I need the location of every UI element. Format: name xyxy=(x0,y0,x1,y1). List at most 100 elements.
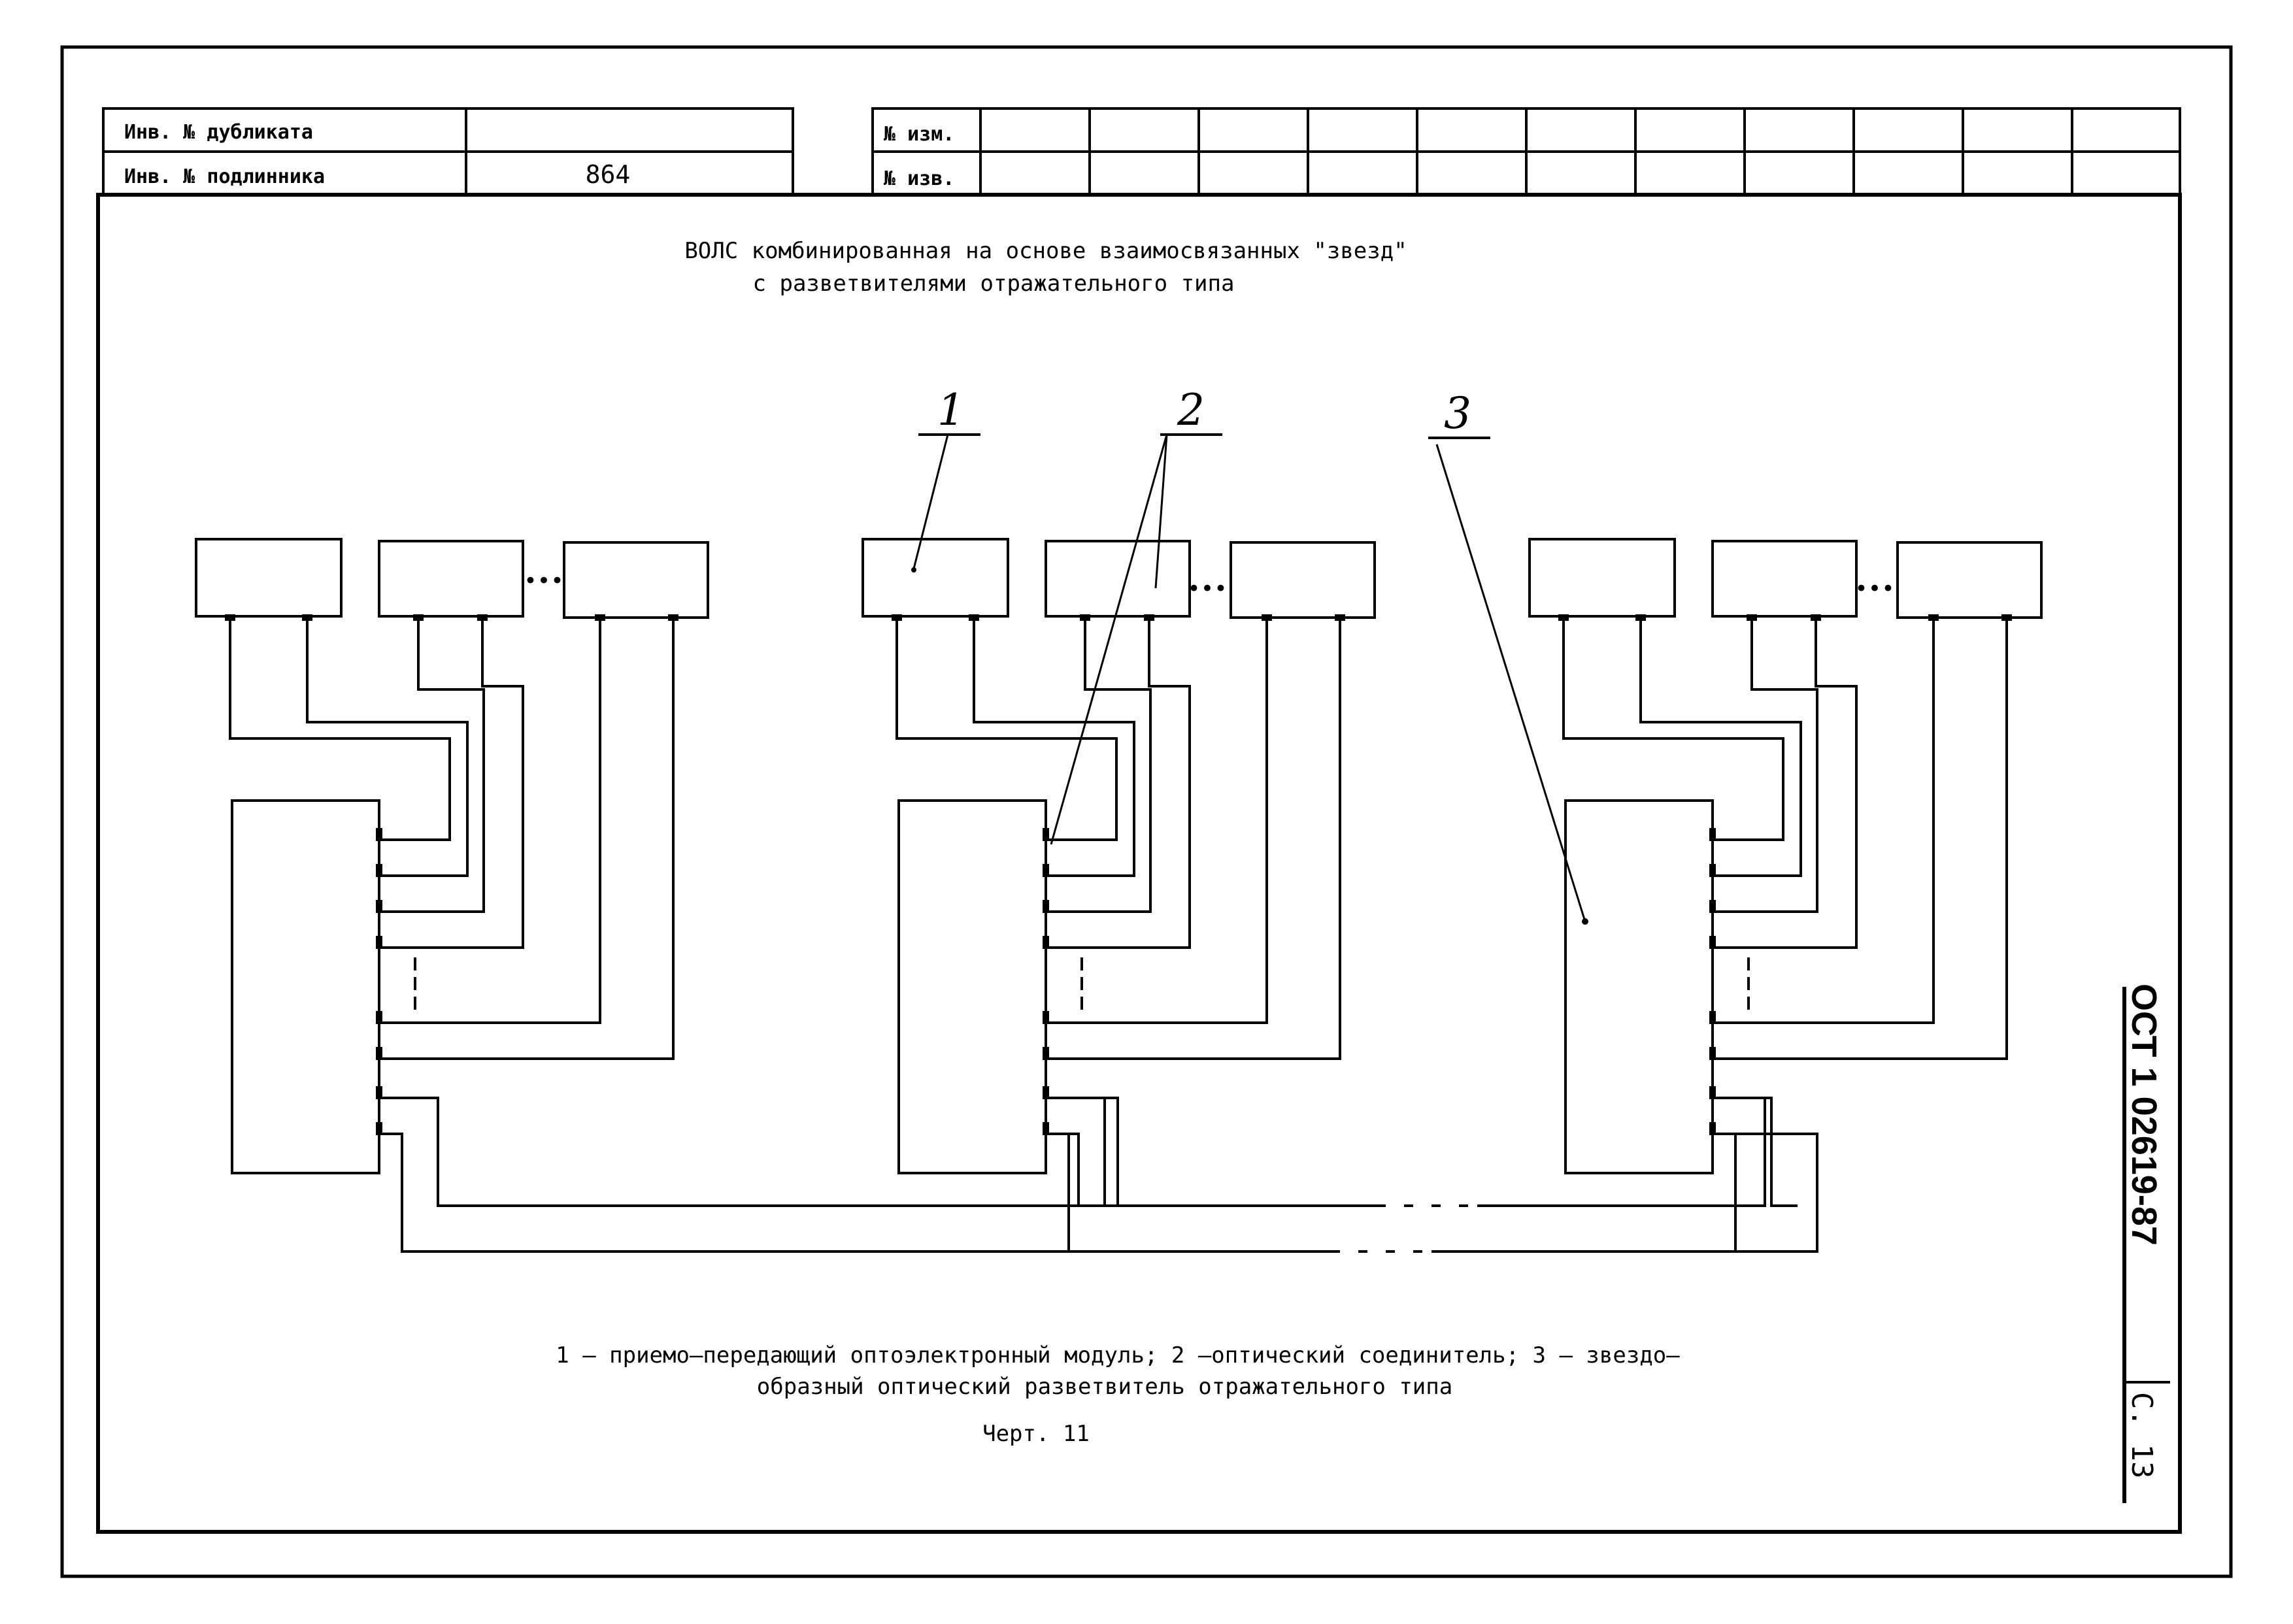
center-module-3 xyxy=(1230,541,1376,619)
network-wiring xyxy=(195,538,2043,1254)
right-star-splitter xyxy=(1564,799,1714,1174)
center-fiber-2 xyxy=(973,618,1135,877)
center-fiber-4 xyxy=(1046,618,1191,949)
right-fiber-3 xyxy=(1713,618,1818,913)
center-fiber-3 xyxy=(1046,618,1152,913)
inner-frame xyxy=(96,193,2182,1534)
right-connector-4 xyxy=(1709,936,1716,949)
right-port-6 xyxy=(2001,614,2012,621)
right-port-5 xyxy=(1928,614,1939,621)
left-connector-2 xyxy=(376,864,382,877)
left-fiber-8 xyxy=(379,1133,464,1253)
right-port-2 xyxy=(1635,614,1646,621)
left-connector-3 xyxy=(376,900,382,913)
diagram-title-line1: ВОЛС комбинированная на основе взаимосвя… xyxy=(684,238,1407,264)
left-port-5 xyxy=(595,614,605,621)
center-module-1 xyxy=(862,538,1009,618)
inventory-table xyxy=(102,107,794,196)
right-connector-6 xyxy=(1709,1047,1716,1060)
center-connector-4 xyxy=(1043,936,1049,949)
center-fiber-5 xyxy=(1046,618,1268,1024)
right-fiber-1 xyxy=(1562,618,1784,841)
right-connector-5 xyxy=(1709,1011,1716,1024)
right-connector-3 xyxy=(1709,900,1716,913)
left-fiber-4 xyxy=(379,618,524,949)
link-center-right xyxy=(1046,1097,1766,1207)
left-port-3 xyxy=(413,614,424,621)
right-fiber-5 xyxy=(1713,618,1935,1024)
ellipsis-right: ••• xyxy=(1854,576,1894,602)
change-no-label: № изм. xyxy=(884,123,954,146)
center-port-2 xyxy=(969,614,979,621)
left-module-1 xyxy=(195,538,343,618)
center-port-1 xyxy=(892,614,902,621)
center-star-splitter xyxy=(897,799,1047,1174)
left-connector-1 xyxy=(376,828,382,841)
center-fiber-1 xyxy=(895,618,1118,841)
figure-caption: Черт. 11 xyxy=(982,1421,1090,1447)
link-left-center xyxy=(464,1097,1119,1207)
standard-number: ОСТ 1 02619-87 xyxy=(2124,984,2164,1246)
left-fiber-7 xyxy=(379,1097,464,1207)
center-connector-7 xyxy=(1043,1086,1049,1099)
center-port-3 xyxy=(1080,614,1090,621)
notice-no-label: № изв. xyxy=(884,167,954,190)
right-connector-1 xyxy=(1709,828,1716,841)
right-fiber-4 xyxy=(1713,618,1858,949)
center-module-2 xyxy=(1045,540,1191,618)
left-port-2 xyxy=(302,614,312,621)
page-number: С. 13 xyxy=(2125,1392,2158,1478)
right-module-2 xyxy=(1711,540,1858,618)
center-port-5 xyxy=(1262,614,1272,621)
leader-1-dot xyxy=(911,567,916,572)
left-fiber-1 xyxy=(229,618,451,841)
left-connector-5 xyxy=(376,1011,382,1024)
center-port-6 xyxy=(1335,614,1345,621)
orig-inv-label: Инв. № подлинника xyxy=(124,165,325,188)
callout-2-label: 2 xyxy=(1177,385,1205,435)
left-port-4 xyxy=(477,614,488,621)
left-module-2 xyxy=(378,540,524,618)
ellipsis-left: ••• xyxy=(524,568,563,594)
right-module-3 xyxy=(1896,541,2043,619)
leader-3-dot xyxy=(1582,918,1588,925)
ellipsis-center: ••• xyxy=(1187,576,1227,602)
right-connector-7 xyxy=(1709,1086,1716,1099)
leader-lines xyxy=(912,434,1586,922)
center-connector-8 xyxy=(1043,1122,1049,1135)
left-fiber-6 xyxy=(379,618,675,1060)
left-fiber-2 xyxy=(306,618,469,877)
outer-frame xyxy=(60,45,2233,1578)
right-port-4 xyxy=(1811,614,1821,621)
left-connector-8 xyxy=(376,1122,382,1135)
left-connector-4 xyxy=(376,936,382,949)
callout-1-label: 1 xyxy=(937,385,965,435)
legend-line1: 1 – приемо–передающий оптоэлектронный мо… xyxy=(556,1342,1680,1368)
center-fiber-6 xyxy=(1046,618,1341,1060)
center-connector-2 xyxy=(1043,864,1049,877)
orig-inv-value: 864 xyxy=(586,160,631,189)
center-port-4 xyxy=(1144,614,1154,621)
callout-3-label: 3 xyxy=(1444,388,1471,439)
left-fiber-5 xyxy=(379,618,601,1024)
left-port-6 xyxy=(668,614,678,621)
left-connector-6 xyxy=(376,1047,382,1060)
center-connector-3 xyxy=(1043,900,1049,913)
left-connector-7 xyxy=(376,1086,382,1099)
center-connector-5 xyxy=(1043,1011,1049,1024)
right-connector-2 xyxy=(1709,864,1716,877)
right-port-3 xyxy=(1747,614,1757,621)
right-fiber-8 xyxy=(1713,1133,1798,1253)
center-connector-6 xyxy=(1043,1047,1049,1060)
right-connector-8 xyxy=(1709,1122,1716,1135)
left-port-1 xyxy=(225,614,235,621)
diagram-title-line2: с разветвителями отражательного типа xyxy=(753,271,1235,297)
right-module-1 xyxy=(1528,538,1676,618)
change-table xyxy=(871,107,2181,196)
right-fiber-6 xyxy=(1713,618,2008,1060)
right-port-1 xyxy=(1558,614,1569,621)
dup-inv-label: Инв. № дубликата xyxy=(124,121,313,144)
link-left-right xyxy=(464,1133,1818,1253)
